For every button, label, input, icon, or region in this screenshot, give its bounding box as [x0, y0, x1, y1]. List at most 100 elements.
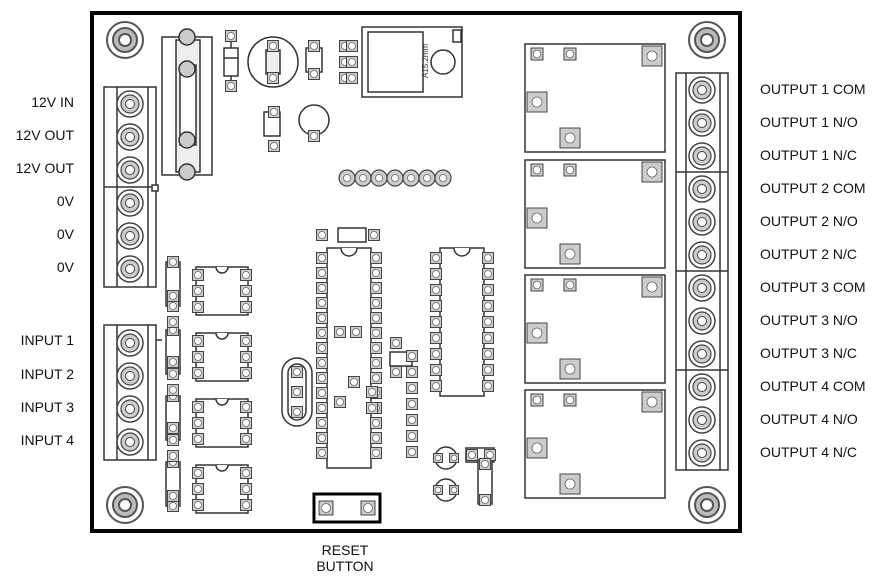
- terminal-screw: [688, 76, 716, 104]
- solder-pad: [406, 366, 418, 378]
- solder-pad: [316, 282, 328, 294]
- terminal-screw: [116, 329, 144, 357]
- solder-pad: [430, 252, 442, 264]
- solder-pad: [530, 47, 544, 61]
- relay-pad: [641, 391, 663, 413]
- solder-pad: [430, 348, 442, 360]
- solder-pad: [316, 252, 328, 264]
- terminal-screw: [688, 274, 716, 302]
- label-0v: 0V: [56, 226, 74, 242]
- solder-pad: [240, 417, 252, 429]
- output-terminal-block: [675, 72, 729, 471]
- reset-button-label: RESET BUTTON: [300, 542, 390, 574]
- solder-pad: [360, 500, 376, 516]
- solder-pad: [167, 500, 179, 512]
- solder-pad: [316, 372, 328, 384]
- terminal-screw: [688, 307, 716, 335]
- label-12v-out: 12V OUT: [15, 160, 74, 176]
- solder-pad: [350, 326, 362, 338]
- reset-label-line2: BUTTON: [316, 558, 374, 574]
- solder-pad: [167, 356, 179, 368]
- label-output-1-no: OUTPUT 1 N/O: [760, 114, 858, 130]
- header-pin: [354, 169, 372, 187]
- terminal-screw: [116, 428, 144, 456]
- solder-pad: [334, 396, 346, 408]
- regulator-marking: A15.2mm: [421, 43, 430, 78]
- solder-pad: [225, 80, 237, 92]
- solder-pad: [482, 252, 494, 264]
- solder-pad: [482, 380, 494, 392]
- header-pin: [338, 169, 356, 187]
- solder-pad: [482, 316, 494, 328]
- solder-pad: [482, 348, 494, 360]
- solder-pad: [482, 284, 494, 296]
- solder-pad: [240, 269, 252, 281]
- relay-pad: [641, 45, 663, 67]
- solder-pad: [406, 350, 418, 362]
- terminal-screw: [688, 241, 716, 269]
- relay-pad: [641, 161, 663, 183]
- solder-pad: [370, 282, 382, 294]
- fuse-holder: [161, 28, 213, 181]
- solder-pad: [308, 40, 320, 52]
- solder-pad: [370, 267, 382, 279]
- terminal-screw: [116, 222, 144, 250]
- solder-pad: [346, 72, 358, 84]
- solder-pad: [167, 434, 179, 446]
- terminal-screw: [688, 340, 716, 368]
- solder-pad: [370, 327, 382, 339]
- label-input-3: INPUT 3: [20, 399, 74, 415]
- solder-pad: [316, 327, 328, 339]
- relay-pad: [526, 437, 548, 459]
- solder-pad: [346, 56, 358, 68]
- solder-pad: [430, 268, 442, 280]
- solder-pad: [406, 414, 418, 426]
- label-output-4-no: OUTPUT 4 N/O: [760, 411, 858, 427]
- power-terminal-block: [103, 86, 159, 288]
- solder-pad: [308, 68, 320, 80]
- solder-pad: [267, 72, 279, 84]
- solder-pad: [482, 364, 494, 376]
- solder-pad: [167, 368, 179, 380]
- solder-pad: [433, 453, 443, 463]
- label-input-2: INPUT 2: [20, 366, 74, 382]
- terminal-screw: [116, 156, 144, 184]
- solder-pad: [370, 372, 382, 384]
- header-pin: [418, 169, 436, 187]
- solder-pad: [406, 446, 418, 458]
- driver-ic: [439, 247, 485, 397]
- solder-pad: [370, 417, 382, 429]
- label-input-1: INPUT 1: [20, 332, 74, 348]
- label-output-3-nc: OUTPUT 3 N/C: [760, 345, 857, 361]
- solder-pad: [316, 417, 328, 429]
- header-pin: [402, 169, 420, 187]
- terminal-screw: [116, 255, 144, 283]
- solder-pad: [406, 398, 418, 410]
- solder-pad: [433, 485, 443, 495]
- header-pin: [434, 169, 452, 187]
- solder-pad: [167, 384, 179, 396]
- relay-pad: [526, 91, 548, 113]
- solder-pad: [430, 332, 442, 344]
- solder-pad: [291, 366, 303, 378]
- solder-pad: [316, 402, 328, 414]
- terminal-screw: [688, 109, 716, 137]
- solder-pad: [240, 351, 252, 363]
- terminal-screw: [688, 208, 716, 236]
- solder-pad: [240, 367, 252, 379]
- solder-pad: [430, 380, 442, 392]
- solder-pad: [167, 316, 179, 328]
- label-output-3-no: OUTPUT 3 N/O: [760, 312, 858, 328]
- solder-pads: [167, 30, 496, 516]
- terminal-screw: [116, 189, 144, 217]
- relay-pad: [526, 322, 548, 344]
- solder-pad: [430, 316, 442, 328]
- solder-pad: [466, 449, 478, 461]
- solder-pad: [430, 300, 442, 312]
- solder-pad: [240, 285, 252, 297]
- solder-pad: [291, 386, 303, 398]
- solder-pad: [316, 432, 328, 444]
- label-output-1-nc: OUTPUT 1 N/C: [760, 147, 857, 163]
- relay-pad: [559, 473, 581, 495]
